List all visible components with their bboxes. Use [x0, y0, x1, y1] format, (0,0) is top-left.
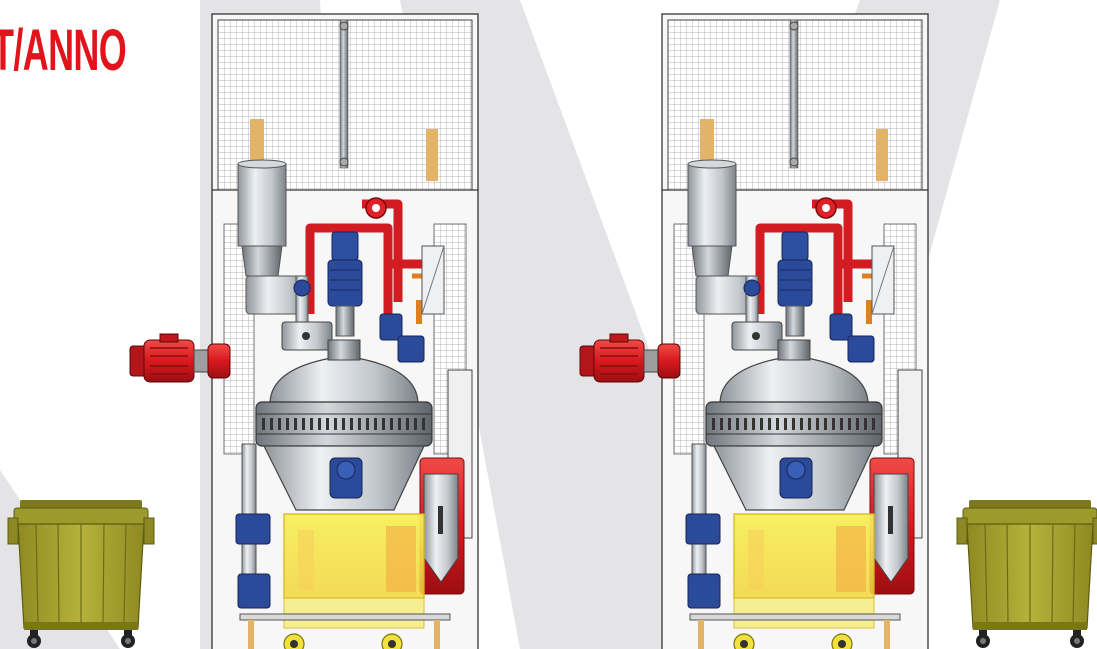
waste-bin-icon	[7, 499, 155, 649]
centrifuge-machine-icon	[212, 14, 478, 649]
waste-bin-icon	[956, 499, 1097, 649]
centrifuge-machine-icon	[662, 14, 928, 649]
page-title: T/ANNO	[0, 18, 127, 83]
